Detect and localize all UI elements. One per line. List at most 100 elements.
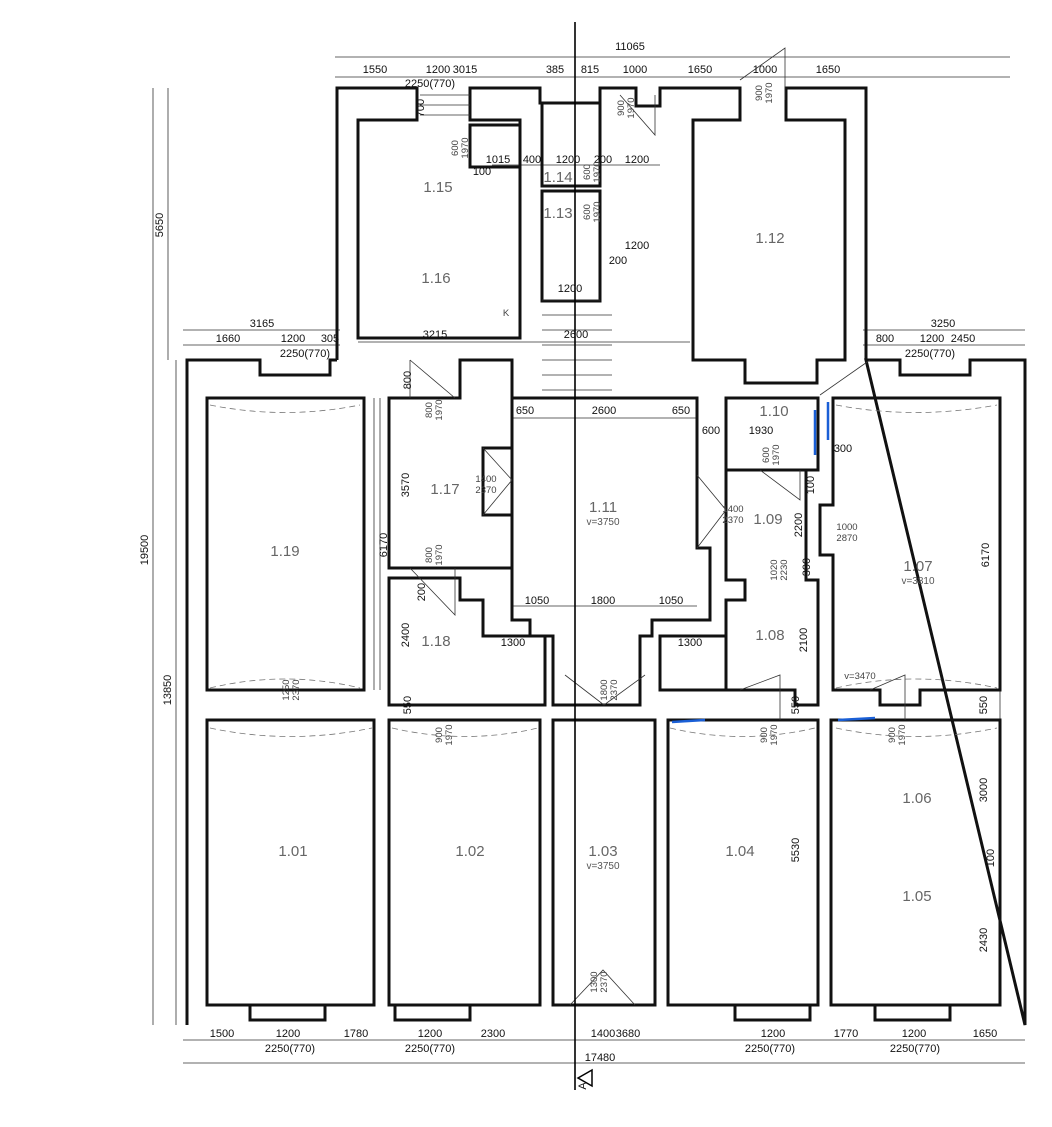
vertical-dimension-label: 100: [805, 476, 817, 494]
room-1.03-walls: [551, 718, 657, 1007]
vertical-dimension-label: 300: [801, 558, 813, 576]
vertical-dimension-label: 800: [402, 371, 414, 389]
dimension-label: 2250(770): [405, 78, 455, 90]
door-width-label: 1400: [722, 504, 743, 515]
room-1.07-walls: [818, 396, 1002, 707]
dimension-label: 200: [609, 255, 627, 267]
room-label-1.04: 1.04: [725, 843, 754, 860]
dimension-label: 3680: [616, 1028, 640, 1040]
dimension-label: 1930: [749, 425, 773, 437]
dimension-label: 1800: [591, 595, 615, 607]
room-1.18-walls: [387, 576, 547, 707]
dimension-label: 650: [672, 405, 690, 417]
vertical-dimension-label: 700: [415, 99, 427, 117]
dimension-label: 1300: [678, 637, 702, 649]
dimension-label: 1000: [623, 64, 647, 76]
door-height-label: 1970: [764, 82, 775, 103]
vertical-dimension-label: 2100: [798, 628, 810, 652]
vertical-dimension-label: 6170: [378, 533, 390, 557]
dimension-label: 600: [702, 425, 720, 437]
door-width-label: 800: [424, 402, 435, 418]
vertical-dimension-label: 19500: [139, 535, 151, 566]
dimension-label: 400: [523, 154, 541, 166]
dimension-label: 1200: [418, 1028, 442, 1040]
lower-block-outline: [185, 358, 1027, 1026]
room-label-1.17: 1.17: [430, 481, 459, 498]
door-width-label: 1000: [836, 522, 857, 533]
door-height-label: 1970: [434, 399, 445, 420]
vertical-dimension-label: 3000: [978, 778, 990, 802]
dimension-label: 1200: [625, 154, 649, 166]
room-label-1.09: 1.09: [753, 511, 782, 528]
room-label-1.11: 1.11: [589, 499, 617, 516]
door-height-label: 1970: [592, 201, 603, 222]
dimension-label: 1015: [486, 154, 510, 166]
door-width-label: 900: [887, 727, 898, 743]
dimension-label: 200: [594, 154, 612, 166]
dimension-label: 100: [473, 166, 491, 178]
dimension-label: 1200: [761, 1028, 785, 1040]
room-label-1.13: 1.13: [543, 205, 572, 222]
door-height-label: 2370: [599, 971, 610, 992]
door-width-label: 1800: [599, 679, 610, 700]
room-1.05-walls: [829, 718, 1002, 1007]
door-width-label: 600: [582, 164, 593, 180]
dimension-label: 385: [546, 64, 564, 76]
door-width-label: 1020: [769, 559, 780, 580]
vertical-dimension-label: 550: [402, 696, 414, 714]
dimension-label: 1200: [902, 1028, 926, 1040]
room-label-1.16: 1.16: [421, 270, 450, 287]
door-height-label: 1970: [434, 544, 445, 565]
dimension-label: 1200: [556, 154, 580, 166]
door-width-label: 1400: [475, 474, 496, 485]
room-label-1.06: 1.06: [902, 790, 931, 807]
room-1.01-walls: [205, 718, 376, 1007]
door-height-label: 1970: [626, 97, 637, 118]
vertical-dimension-label: 100: [985, 849, 997, 867]
room-height-1.07: v=3810: [901, 576, 935, 587]
dimension-label: 3015: [453, 64, 477, 76]
door-width-label: 900: [434, 727, 445, 743]
door-width-label: 1250: [281, 679, 292, 700]
dimension-label: 1650: [816, 64, 840, 76]
room-label-1.03: 1.03: [588, 843, 617, 860]
room-1.10-walls: [724, 396, 820, 472]
door-height-label: 2370: [291, 679, 302, 700]
door-height-label: 2870: [836, 533, 857, 544]
door-height-label: 1970: [444, 724, 455, 745]
vertical-dimension-label: 13850: [162, 675, 174, 706]
dimension-label: 650: [516, 405, 534, 417]
vertical-dimension-label: 550: [978, 696, 990, 714]
section-marker-label: A: [577, 1082, 589, 1090]
dimension-label: 3165: [250, 318, 274, 330]
room-1.17-walls: [387, 358, 514, 570]
door-width-label: 900: [754, 85, 765, 101]
room-1.19-walls: [205, 396, 366, 692]
dimension-label: 1500: [210, 1028, 234, 1040]
vertical-dimension-label: 2200: [793, 513, 805, 537]
dimension-label: 2250(770): [745, 1043, 795, 1055]
vertical-dimension-label: 5650: [154, 213, 166, 237]
dimension-label: 2600: [592, 405, 616, 417]
door-height-label: 1970: [771, 444, 782, 465]
door-width-label: 600: [761, 447, 772, 463]
new-partition-marks: [671, 402, 876, 724]
dimension-label: 3215: [423, 329, 447, 341]
room-label-1.19: 1.19: [270, 543, 299, 560]
door-height-label: 1970: [897, 724, 908, 745]
vertical-dimension-label: 2430: [978, 928, 990, 952]
dimension-label: 2250(770): [405, 1043, 455, 1055]
dimension-label: 1400: [591, 1028, 615, 1040]
door-width-label: 600: [450, 140, 461, 156]
room-label-1.18: 1.18: [421, 633, 450, 650]
door-width-label: 600: [582, 204, 593, 220]
door-width-label: 900: [616, 100, 627, 116]
upper-block-outline: [335, 86, 868, 385]
dimension-label: 1200: [281, 333, 305, 345]
dimension-label: 1050: [659, 595, 683, 607]
staircase: [420, 94, 612, 391]
height-annotation: v=3470: [844, 671, 875, 682]
dimension-label: 17480: [585, 1052, 616, 1064]
dimension-label: 1050: [525, 595, 549, 607]
